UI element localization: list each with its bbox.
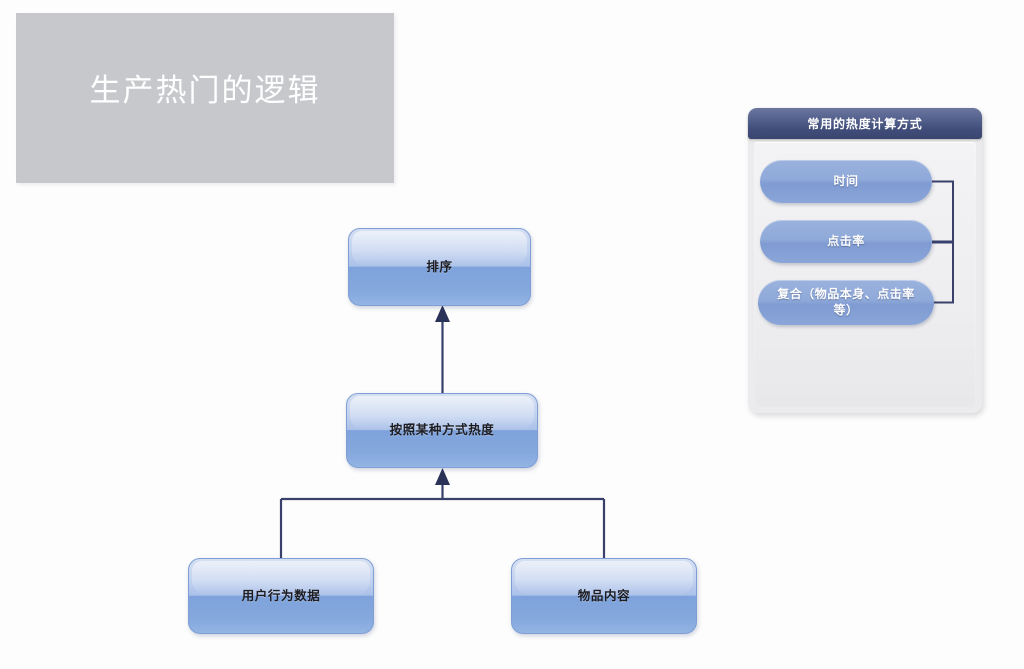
panel-item-time[interactable]: 时间 (760, 160, 932, 203)
node-heat-method-label: 按照某种方式热度 (389, 423, 495, 438)
node-heat-method[interactable]: 按照某种方式热度 (346, 393, 538, 468)
panel-header: 常用的热度计算方式 (748, 108, 982, 139)
node-item-content[interactable]: 物品内容 (511, 558, 697, 634)
flowchart: 排序 按照某种方式热度 用户行为数据 物品内容 (188, 228, 697, 634)
slide-title-banner: 生产热门的逻辑 (16, 13, 394, 183)
panel-item-ctr-label: 点击率 (827, 233, 865, 248)
panel-item-time-label: 时间 (833, 173, 859, 188)
node-sort-label: 排序 (426, 259, 453, 274)
panel-item-mixed[interactable]: 复合（物品本身、点击率等） (758, 280, 934, 325)
panel-item-mixed-label: 复合（物品本身、点击率等） (777, 286, 915, 317)
arrowhead-bus-to-heat (435, 468, 450, 485)
node-sort[interactable]: 排序 (348, 228, 531, 306)
arrowhead-heat-to-sort (435, 305, 450, 322)
node-item-content-label: 物品内容 (577, 588, 631, 603)
panel-item-ctr[interactable]: 点击率 (760, 220, 932, 263)
node-user-behavior-data[interactable]: 用户行为数据 (188, 558, 374, 634)
panel-title: 常用的热度计算方式 (807, 117, 923, 131)
node-user-behavior-data-label: 用户行为数据 (241, 588, 321, 603)
page-title: 生产热门的逻辑 (89, 73, 321, 109)
